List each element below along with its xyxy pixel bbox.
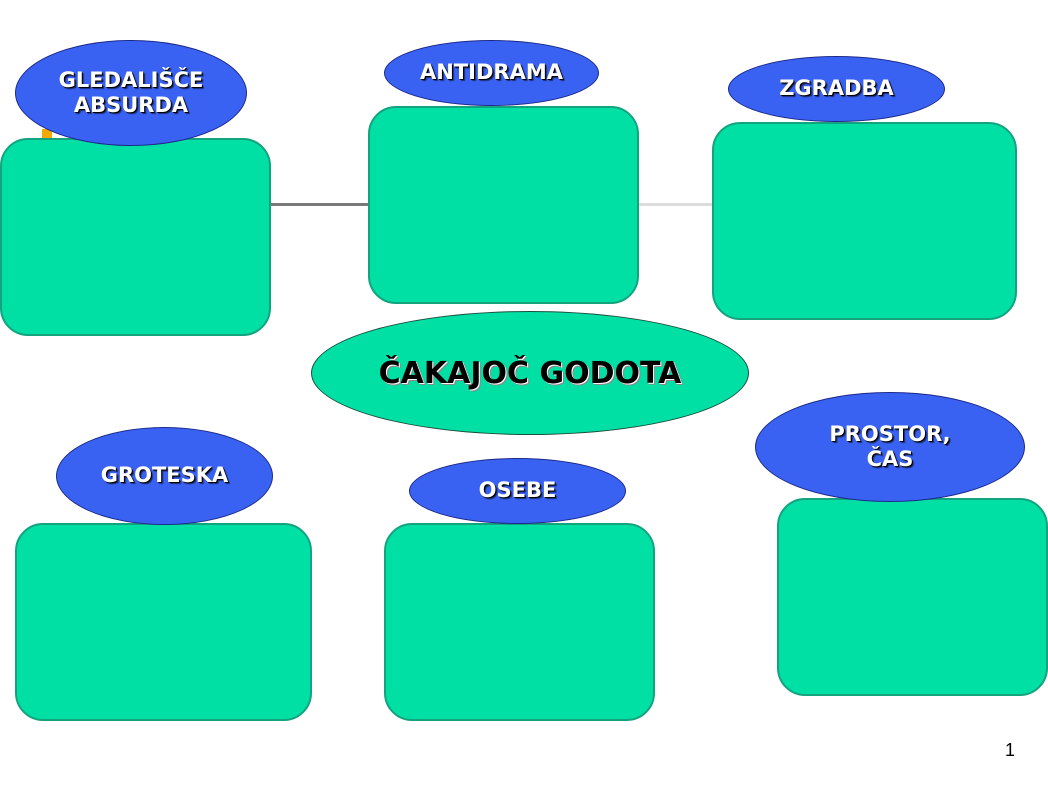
content-box-osebe (384, 523, 655, 721)
label-zgradba: ZGRADBA (728, 56, 945, 122)
page-number: 1 (1004, 740, 1015, 760)
center-title: ČAKAJOČ GODOTA (311, 311, 749, 435)
content-box-zgradba (712, 122, 1017, 320)
content-box-gledalisce-absurda (0, 138, 271, 336)
label-osebe: OSEBE (409, 458, 626, 524)
label-gledalisce-absurda: GLEDALIŠČE ABSURDA (15, 40, 247, 146)
connector-right (638, 203, 716, 206)
label-antidrama: ANTIDRAMA (384, 40, 599, 106)
content-box-prostor-cas (777, 498, 1048, 696)
accent-mark (42, 129, 52, 139)
label-groteska: GROTESKA (56, 427, 273, 525)
label-prostor-cas: PROSTOR, ČAS (755, 392, 1025, 502)
content-box-antidrama (368, 106, 639, 304)
content-box-groteska (15, 523, 312, 721)
connector-left (268, 203, 370, 206)
